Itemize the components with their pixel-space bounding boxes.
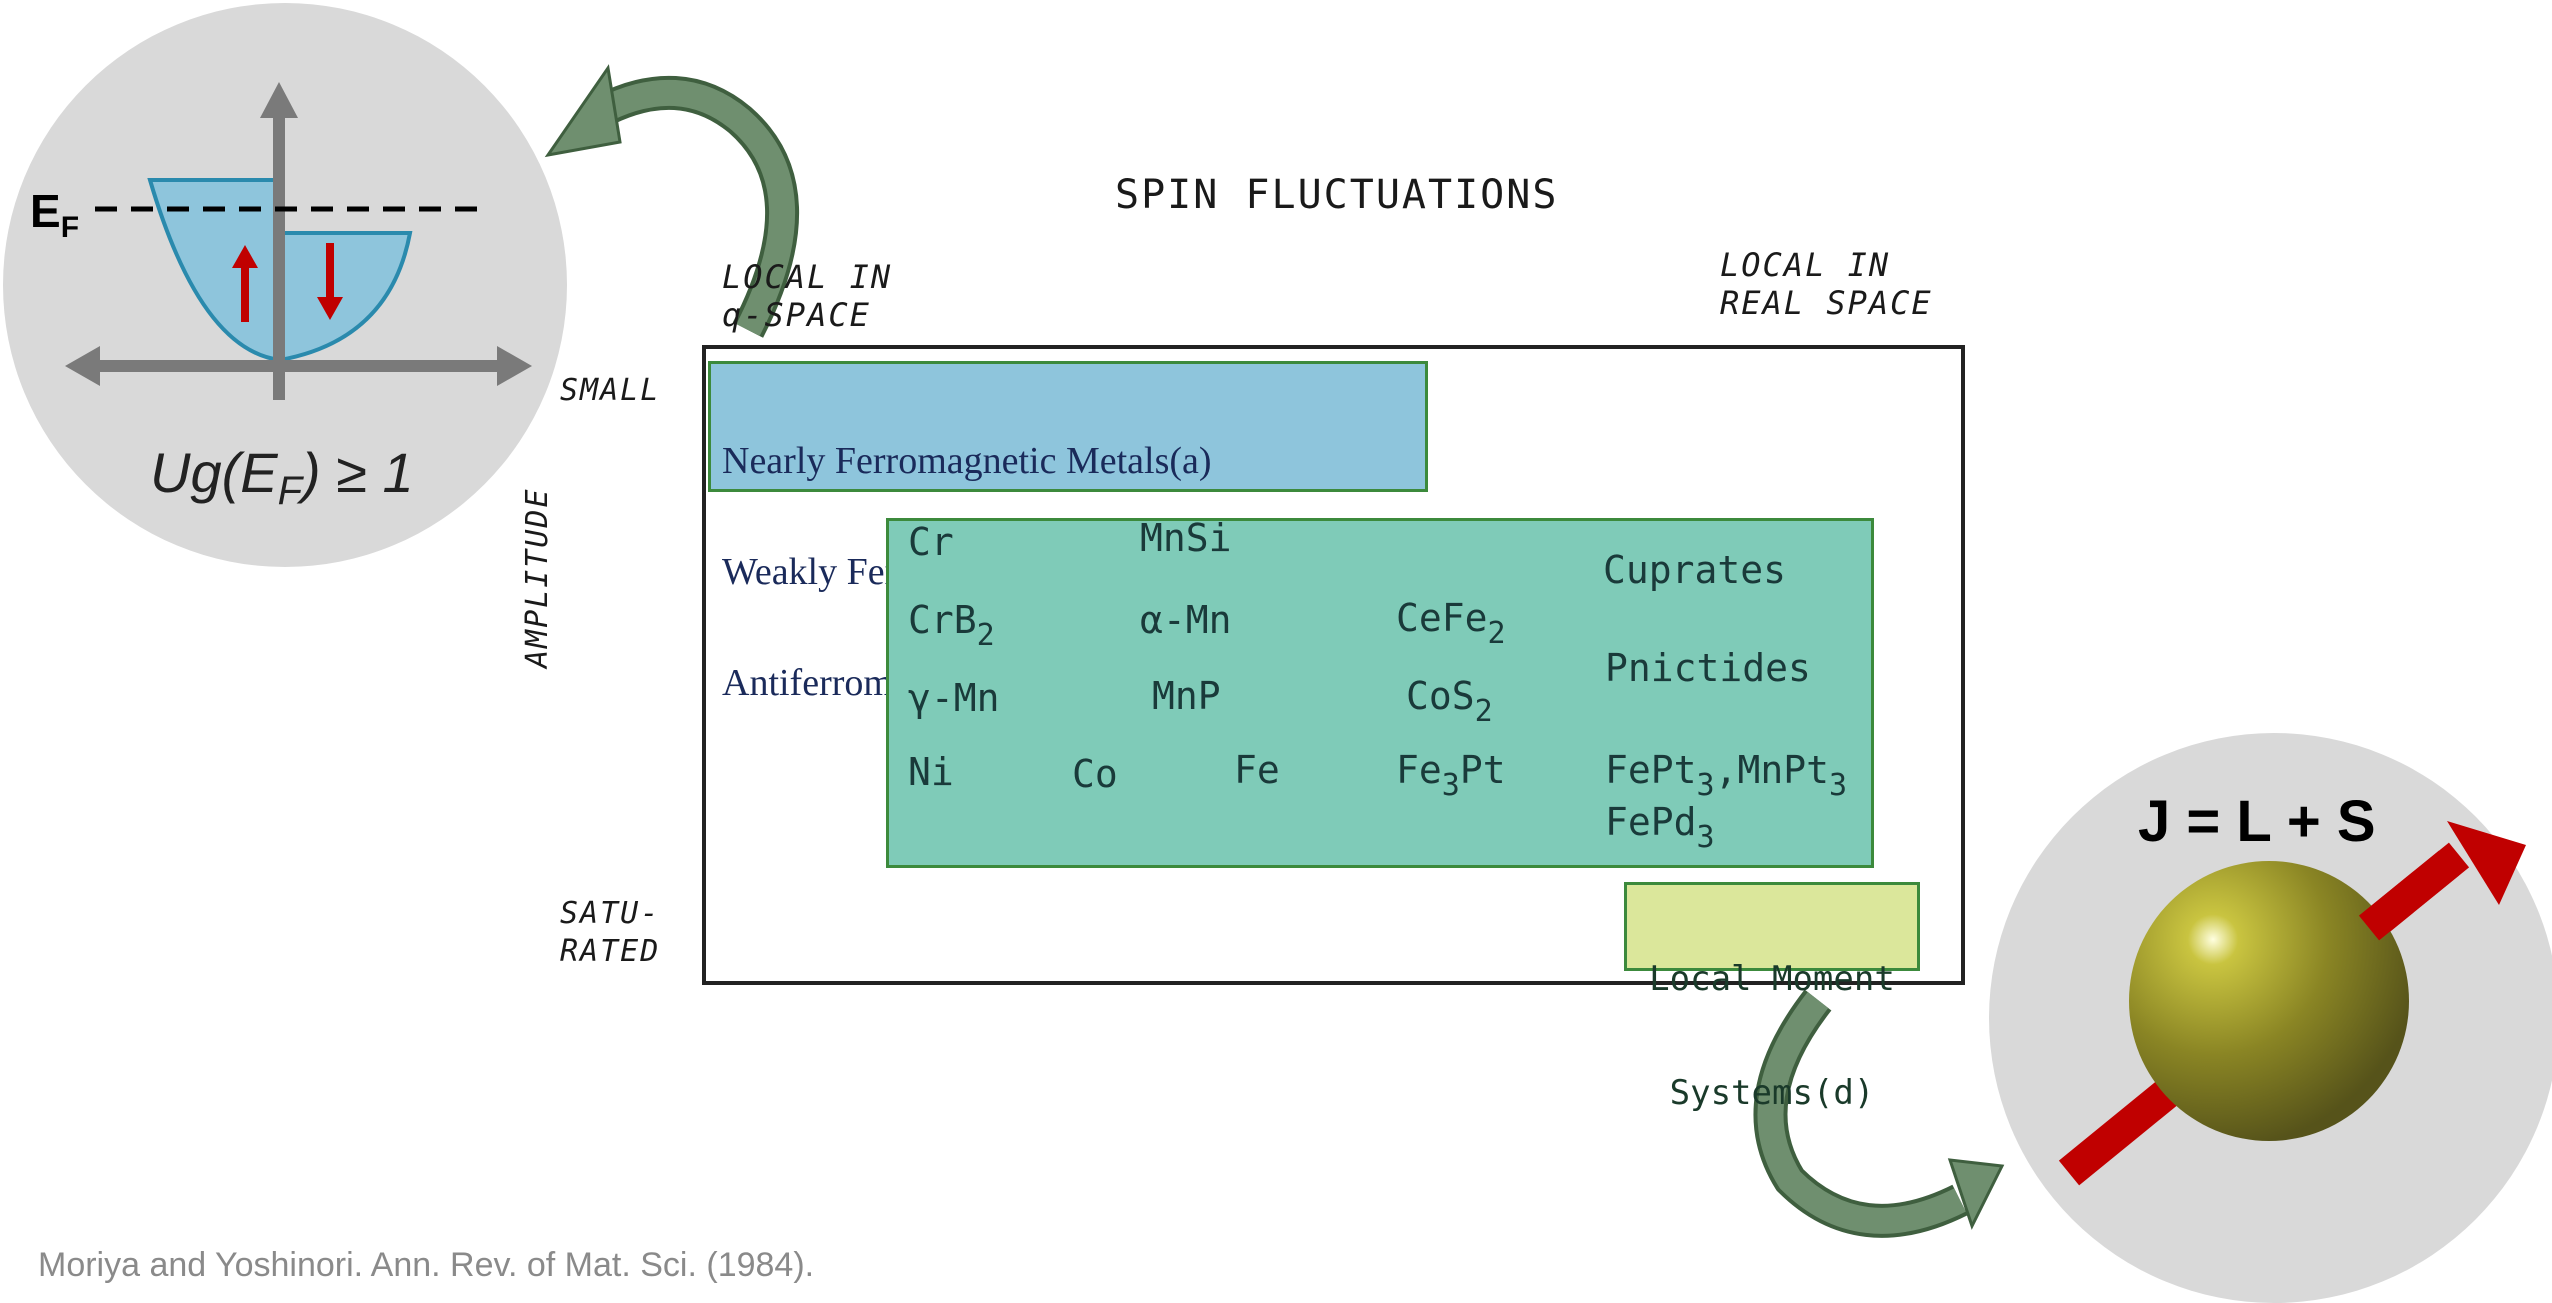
atom-sphere	[2129, 861, 2409, 1141]
material-ni: Ni	[908, 750, 954, 794]
material-cr: Cr	[908, 520, 954, 564]
total-angular-momentum-equation: J = L + S	[2138, 788, 2376, 855]
material-co: Co	[1072, 752, 1118, 796]
material-crb2: CrB2	[908, 598, 995, 653]
diagram-title: SPIN FLUCTUATIONS	[1115, 172, 1558, 218]
local-moment-text: Local Moment Systems(d)	[1624, 884, 1920, 1150]
small-amplitude-label: SMALL	[560, 373, 660, 408]
moment-arrow-shaft	[2369, 855, 2459, 928]
material-mnp: MnP	[1152, 674, 1221, 718]
material-cos2: CoS2	[1406, 674, 1493, 729]
material-cuprates: Cuprates	[1603, 548, 1786, 592]
local-q-space-label: LOCAL IN q-SPACE	[722, 258, 892, 334]
material-mnsi: MnSi	[1140, 516, 1232, 560]
material-pnictides: Pnictides	[1605, 646, 1811, 690]
material-gamma-mn: γ-Mn	[908, 676, 1000, 720]
citation: Moriya and Yoshinori. Ann. Rev. of Mat. …	[38, 1246, 814, 1285]
material-fepd3: FePd3	[1605, 800, 1715, 855]
material-fe: Fe	[1234, 748, 1280, 792]
material-fept3-mnpt3: FePt3,MnPt3	[1605, 748, 1847, 803]
amplitude-axis-label: AMPLITUDE	[520, 487, 555, 668]
saturated-amplitude-label: SATU- RATED	[560, 895, 660, 971]
material-alpha-mn: α-Mn	[1140, 598, 1232, 642]
material-cefe2: CeFe2	[1396, 596, 1506, 651]
local-real-space-label: LOCAL IN REAL SPACE	[1720, 246, 1933, 322]
material-fe3pt: Fe3Pt	[1396, 748, 1506, 803]
arrow-to-fermi-sea-head	[548, 68, 620, 155]
